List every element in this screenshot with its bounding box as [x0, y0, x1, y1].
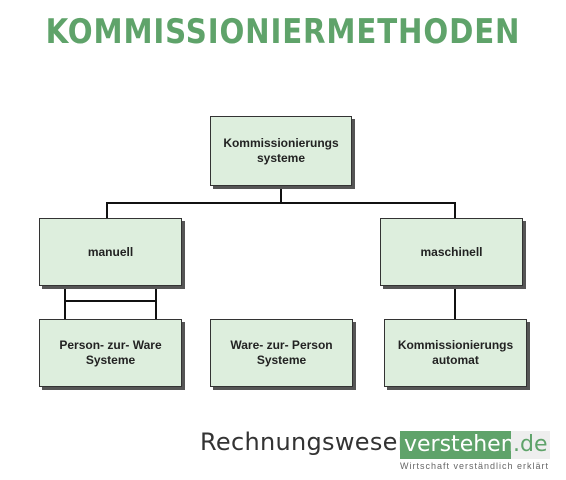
brand-tagline: Wirtschaft verständlich erklärt — [400, 461, 550, 471]
node-maschinell: maschinell — [380, 218, 523, 286]
connector-level1-horizontal — [106, 202, 456, 204]
node-label-line1: Ware- zur- Person — [230, 338, 333, 352]
brand-text-domain: .de — [511, 431, 550, 459]
node-manuell: manuell — [39, 218, 182, 286]
page-title: KOMMISSIONIERMETHODEN — [45, 12, 521, 52]
node-kommissionierungsautomat: Kommissionierungs automat — [384, 319, 527, 387]
connector-manuell-horizontal — [64, 300, 157, 302]
node-label-line1: Person- zur- Ware — [59, 338, 162, 352]
node-label-line1: Kommissionierungs — [223, 136, 339, 150]
node-ware-zur-person: Ware- zur- Person Systeme — [210, 319, 353, 387]
connector-to-manuell — [106, 202, 108, 218]
connector-maschinell-down — [454, 284, 456, 319]
brand-text-highlight: verstehen — [400, 431, 519, 459]
node-label-line1: Kommissionierungs — [397, 338, 514, 352]
node-label-line1: maschinell — [420, 244, 483, 259]
node-label-line2: systeme — [256, 151, 306, 165]
node-person-zur-ware: Person- zur- Ware Systeme — [39, 319, 182, 387]
node-label-line2: Systeme — [256, 353, 307, 367]
brand-logo: Rechnungswesen- verstehen .de Wirtschaft… — [200, 428, 556, 478]
node-label-line1: manuell — [87, 244, 134, 259]
node-kommissionierungssysteme: Kommissionierungs systeme — [210, 116, 352, 186]
connector-root-down — [280, 184, 282, 204]
node-label-line2: Systeme — [85, 353, 136, 367]
connector-to-maschinell — [454, 202, 456, 218]
brand-text-left: Rechnungswesen- — [200, 428, 423, 456]
node-label-line2: automat — [432, 353, 479, 367]
